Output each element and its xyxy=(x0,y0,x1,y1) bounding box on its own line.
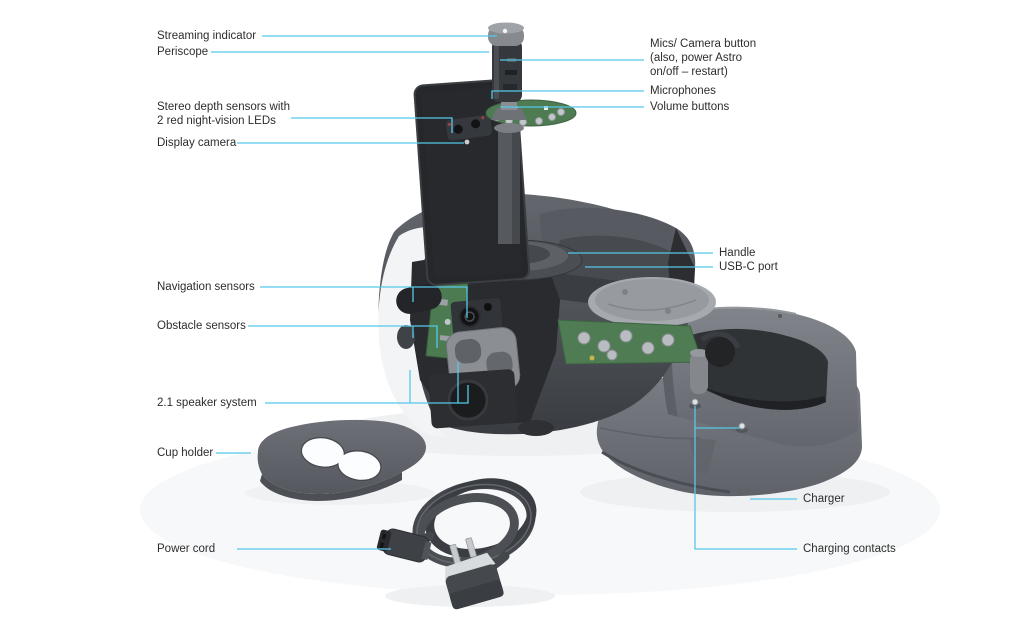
power-cord-illustration xyxy=(376,478,537,610)
label-charger: Charger xyxy=(803,493,845,505)
label-handle: Handle xyxy=(719,247,756,259)
label-navigation-sensors: Navigation sensors xyxy=(157,281,255,293)
leader-charging-contacts xyxy=(694,406,797,550)
label-obstacle-sensors: Obstacle sensors xyxy=(157,320,246,332)
label-speaker-system: 2.1 speaker system xyxy=(157,397,257,409)
label-microphones: Microphones xyxy=(650,85,716,97)
leader-navigation-sensors xyxy=(260,286,468,318)
leader-obstacle-sensors xyxy=(248,325,438,348)
leader-microphones xyxy=(491,90,644,99)
streaming-indicator-dot xyxy=(502,28,508,34)
leader-speaker-system xyxy=(265,385,469,404)
label-stereo-depth-sensors: Stereo depth sensors with 2 red night-vi… xyxy=(157,101,290,127)
leader-stereo-depth xyxy=(291,117,453,133)
label-volume-buttons: Volume buttons xyxy=(650,101,730,113)
label-periscope: Periscope xyxy=(157,46,209,58)
label-display-camera: Display camera xyxy=(157,137,237,149)
label-power-cord: Power cord xyxy=(157,543,216,555)
us-plug xyxy=(445,537,504,610)
label-charging-contacts: Charging contacts xyxy=(803,543,896,555)
stereo-depth-sensors xyxy=(444,113,494,142)
label-usb-c-port: USB-C port xyxy=(719,261,778,273)
leader-lines xyxy=(211,35,797,550)
cup-holder-illustration xyxy=(257,419,426,501)
label-streaming-indicator: Streaming indicator xyxy=(157,30,257,42)
display-camera-dot xyxy=(464,139,470,145)
label-mics-camera-button: Mics/ Camera button (also, power Astro o… xyxy=(650,38,757,78)
periscope-illustration xyxy=(485,22,577,244)
c13-connector xyxy=(376,528,432,563)
label-cup-holder: Cup holder xyxy=(157,447,214,459)
